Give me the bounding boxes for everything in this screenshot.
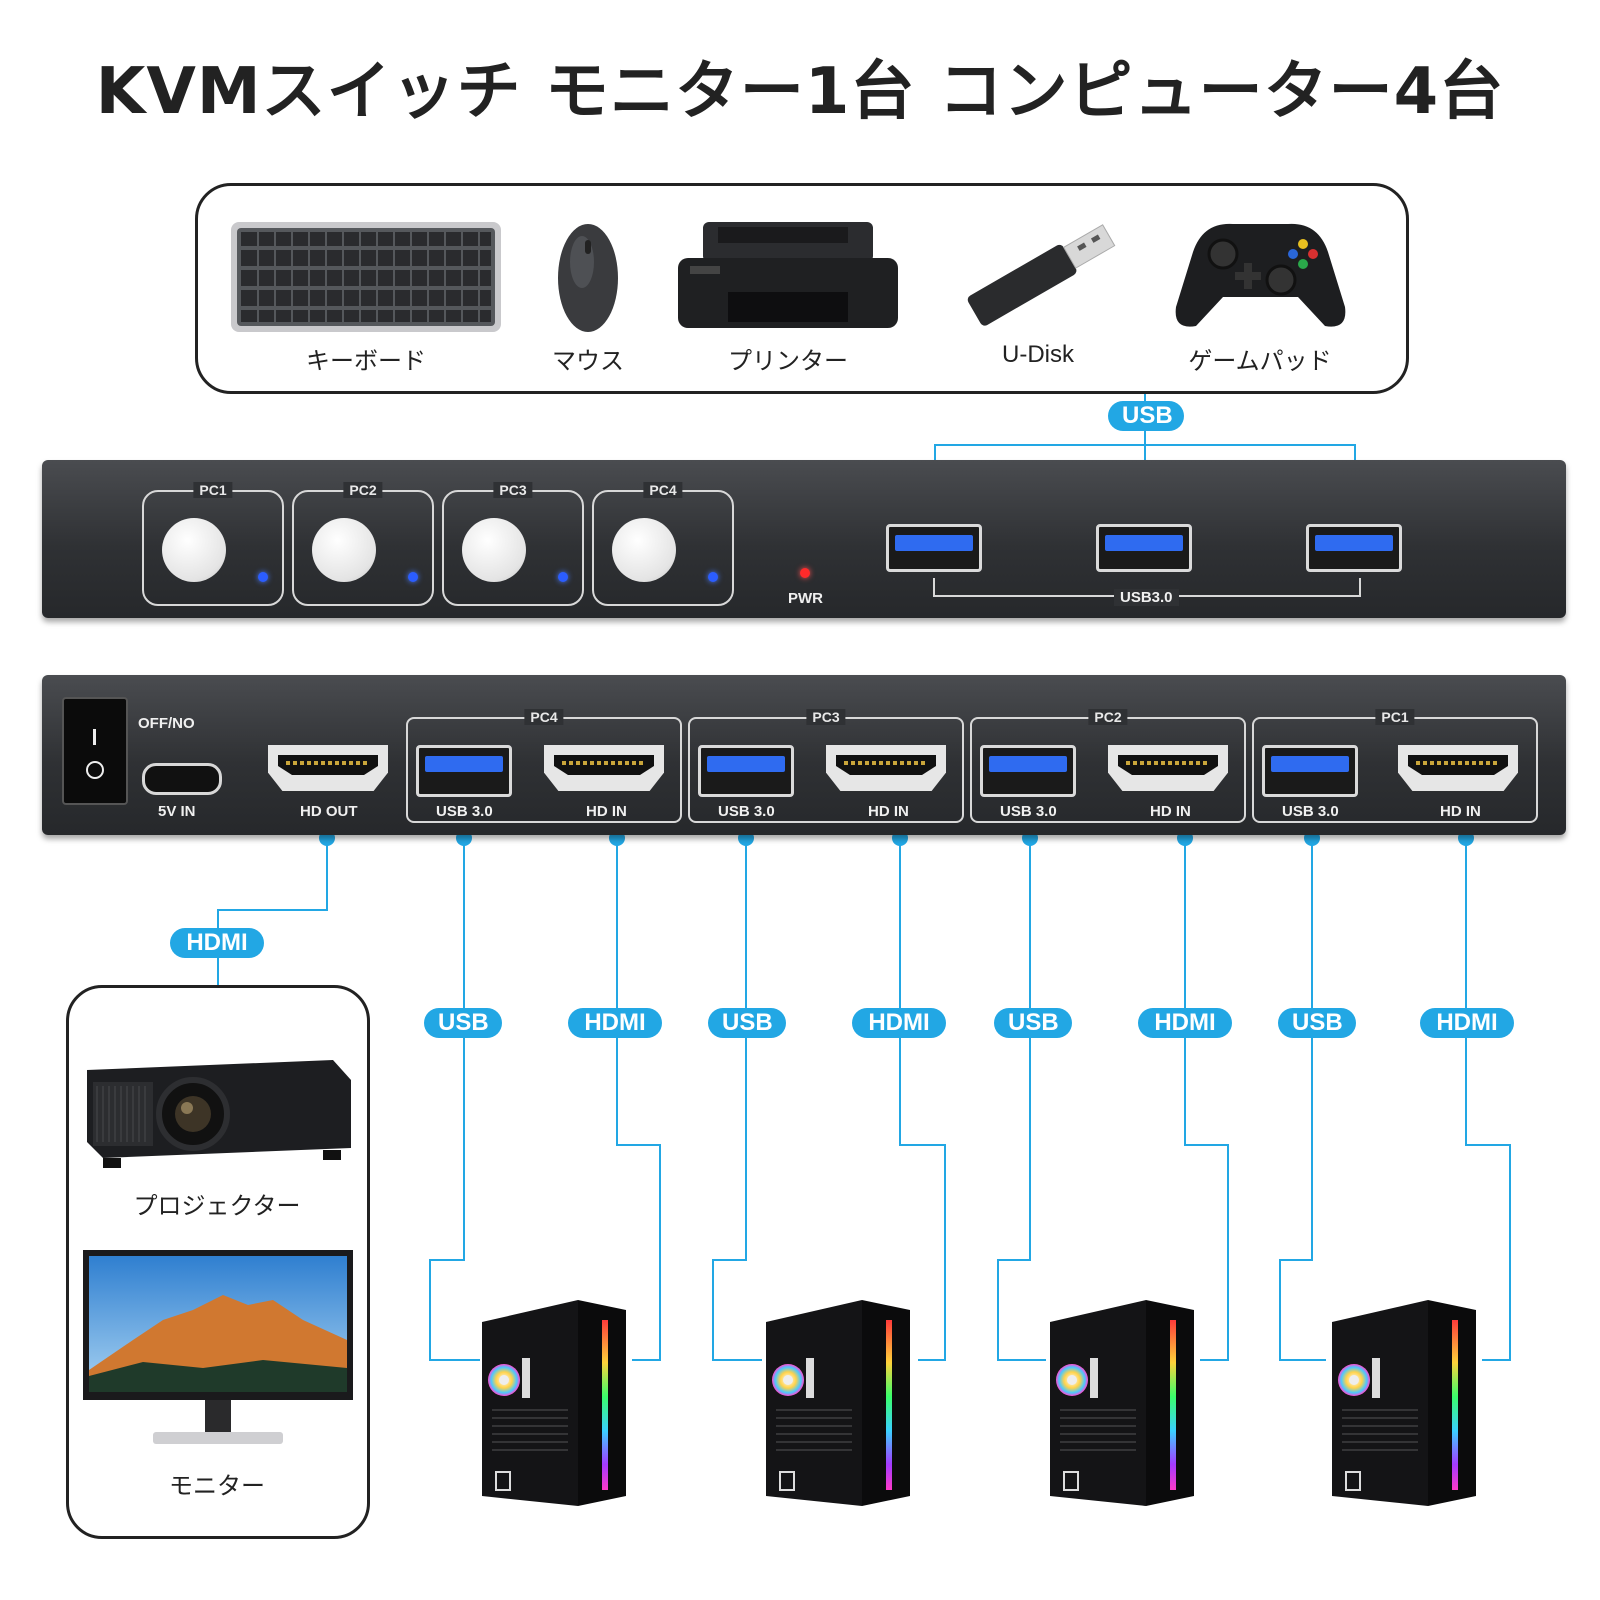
hdmi-tag-pc1: HDMI <box>1420 1008 1514 1038</box>
rear-group-pc1: PC1 <box>1252 709 1538 823</box>
front-usb-port-3[interactable] <box>1306 524 1402 572</box>
front-usb-port-1[interactable] <box>886 524 982 572</box>
usb-tag-pc2: USB <box>994 1008 1072 1038</box>
pc3-button-label: PC3 <box>493 482 533 498</box>
pc1-button-label: PC1 <box>193 482 233 498</box>
peripheral-label-mouse: マウス <box>552 347 624 375</box>
page-title: KVMスイッチ モニター1台 コンピューター4台 <box>95 55 1505 129</box>
kvm-front-panel: PC1 PC2 PC3 PC4 PWR USB3.0 <box>42 460 1566 618</box>
pc1-select-button[interactable] <box>162 518 226 582</box>
rear-usb-label-pc4: USB 3.0 <box>436 803 493 820</box>
hdmi-in-port-pc4[interactable] <box>544 745 664 791</box>
rear-usb-port-pc3[interactable] <box>698 745 794 797</box>
hdmi-in-port-pc3[interactable] <box>826 745 946 791</box>
pc2-button-label: PC2 <box>343 482 383 498</box>
display-label-monitor: モニター <box>169 1472 265 1500</box>
pc4-led <box>708 572 718 582</box>
computer-tower-icon <box>478 1300 630 1506</box>
pc1-button-frame: PC1 <box>142 482 284 606</box>
pc2-button-frame: PC2 <box>292 482 434 606</box>
computer-tower-icon <box>1046 1300 1198 1506</box>
hdmi-in-label-pc1: HD IN <box>1440 803 1481 820</box>
pc3-led <box>558 572 568 582</box>
hdmi-in-port-pc2[interactable] <box>1108 745 1228 791</box>
monitor-icon <box>83 1250 353 1444</box>
power-in-label: 5V IN <box>158 803 196 820</box>
display-label-projector: プロジェクター <box>133 1192 301 1220</box>
power-switch[interactable] <box>62 697 128 805</box>
peripheral-label-keyboard: キーボード <box>306 347 426 375</box>
hdmi-tag-pc4: HDMI <box>568 1008 662 1038</box>
rear-usb-port-pc2[interactable] <box>980 745 1076 797</box>
rear-group-label-pc4: PC4 <box>524 709 564 725</box>
peripheral-label-u-disk: U-Disk <box>1002 341 1074 368</box>
pc4-select-button[interactable] <box>612 518 676 582</box>
usb-tag-pc4: USB <box>424 1008 502 1038</box>
rear-group-pc3: PC3 <box>688 709 964 823</box>
power-switch-label: OFF/NO <box>138 715 195 732</box>
rear-usb-port-pc4[interactable] <box>416 745 512 797</box>
gamepad-icon <box>1175 223 1346 327</box>
usb-tag-front: USB <box>1108 401 1184 431</box>
pc2-led <box>408 572 418 582</box>
usb-tag-pc3: USB <box>708 1008 786 1038</box>
front-usb-label: USB3.0 <box>1114 589 1179 606</box>
kvm-rear-panel: OFF/NO 5V IN HD OUT PC4 USB 3.0 HD IN PC… <box>42 675 1566 835</box>
rear-group-label-pc3: PC3 <box>806 709 846 725</box>
displays-box: プロジェクター モニター <box>66 985 370 1539</box>
rear-usb-label-pc3: USB 3.0 <box>718 803 775 820</box>
pc4-button-frame: PC4 <box>592 482 734 606</box>
projector-icon <box>87 1060 351 1168</box>
peripheral-label-printer: プリンター <box>728 347 848 375</box>
rear-usb-label-pc2: USB 3.0 <box>1000 803 1057 820</box>
hdmi-in-port-pc1[interactable] <box>1398 745 1518 791</box>
usb-flash-drive-icon <box>967 224 1116 326</box>
mouse-icon <box>558 224 618 332</box>
pc3-select-button[interactable] <box>462 518 526 582</box>
rear-usb-label-pc1: USB 3.0 <box>1282 803 1339 820</box>
pc1-led <box>258 572 268 582</box>
peripherals-box: キーボード マウス プリンター U-Disk ゲームパッド <box>195 183 1409 394</box>
hdmi-in-label-pc2: HD IN <box>1150 803 1191 820</box>
hdmi-tag-output: HDMI <box>170 928 264 958</box>
rear-group-pc2: PC2 <box>970 709 1246 823</box>
rear-group-label-pc2: PC2 <box>1088 709 1128 725</box>
hdmi-out-port[interactable] <box>268 745 388 791</box>
rear-group-pc4: PC4 <box>406 709 682 823</box>
peripheral-label-gamepad: ゲームパッド <box>1188 347 1332 375</box>
hdmi-out-label: HD OUT <box>300 803 358 820</box>
usb-tag-pc1: USB <box>1278 1008 1356 1038</box>
hdmi-tag-pc2: HDMI <box>1138 1008 1232 1038</box>
rear-group-label-pc1: PC1 <box>1375 709 1415 725</box>
pc3-button-frame: PC3 <box>442 482 584 606</box>
hdmi-in-label-pc3: HD IN <box>868 803 909 820</box>
power-led-label: PWR <box>788 590 823 607</box>
pc4-button-label: PC4 <box>643 482 683 498</box>
computer-tower-icon <box>762 1300 914 1506</box>
printer-icon <box>678 222 898 328</box>
front-usb-port-2[interactable] <box>1096 524 1192 572</box>
power-led <box>800 568 810 578</box>
usb-c-power-port[interactable] <box>142 763 222 795</box>
computer-tower-icon <box>1328 1300 1480 1506</box>
hdmi-tag-pc3: HDMI <box>852 1008 946 1038</box>
pc2-select-button[interactable] <box>312 518 376 582</box>
keyboard-icon <box>231 222 501 332</box>
hdmi-in-label-pc4: HD IN <box>586 803 627 820</box>
rear-usb-port-pc1[interactable] <box>1262 745 1358 797</box>
